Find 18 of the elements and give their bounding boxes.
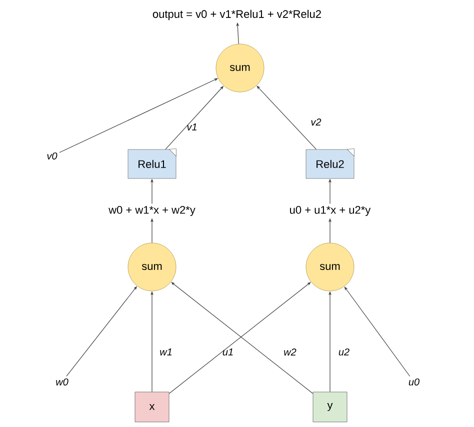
edge-label: u1 <box>222 348 233 356</box>
arrow <box>344 286 410 377</box>
relu-box: Relu1 <box>128 148 176 179</box>
edge-label: w1 <box>160 348 172 356</box>
relu-box: Relu2 <box>306 148 354 179</box>
edge-label: v1 <box>187 124 196 130</box>
variable-text: w0 <box>56 378 68 386</box>
input-box: x <box>134 392 170 422</box>
input-box: y <box>312 392 348 422</box>
variable-text: u0 <box>408 378 420 386</box>
edge-label: v2 <box>311 118 322 126</box>
edge-label: u2 <box>338 348 350 356</box>
edge-label: w2 <box>284 348 296 356</box>
formula-text: output = v0 + v1*Relu1 + v2*Relu2 <box>152 10 321 20</box>
formula-text: u0 + u1*x + u2*y <box>290 206 371 216</box>
formula-text: w0 + w1*x + w2*y <box>108 206 196 216</box>
variable-text: v0 <box>47 152 58 160</box>
arrow <box>256 86 317 150</box>
